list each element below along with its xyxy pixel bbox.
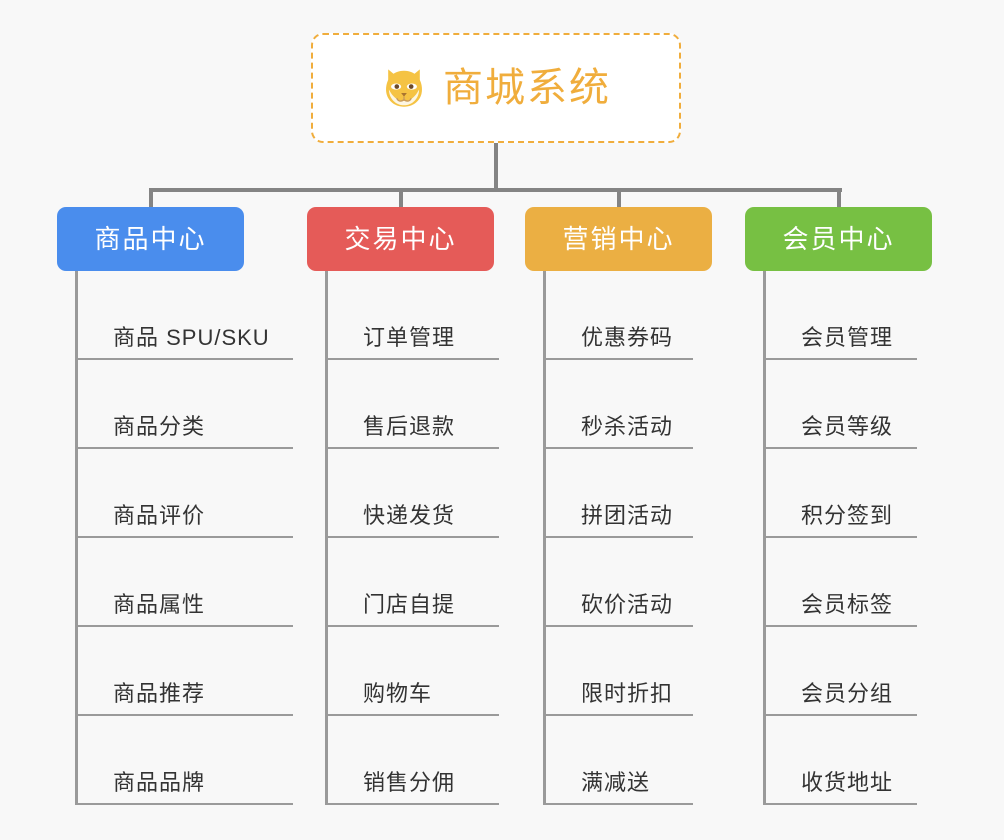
leaf-item-label: 会员分组 [801, 681, 894, 706]
leaf-item[interactable]: 门店自提 [325, 538, 499, 627]
leaf-underline [763, 536, 917, 538]
leaf-underline [75, 447, 293, 449]
leaf-item[interactable]: 商品品牌 [75, 716, 293, 805]
category-label: 商品中心 [94, 224, 207, 254]
leaf-item-label: 商品品牌 [113, 770, 206, 795]
category-node-4[interactable]: 会员中心 [745, 207, 932, 271]
leaf-item[interactable]: 会员分组 [763, 627, 917, 716]
connector-drop-1 [148, 188, 153, 208]
leaf-item[interactable]: 收货地址 [763, 716, 917, 805]
connector-root-stem [494, 143, 498, 190]
leaf-underline [325, 714, 499, 716]
leaf-item[interactable]: 快递发货 [325, 449, 499, 538]
leaf-item-label: 售后退款 [363, 414, 456, 439]
leaf-item[interactable]: 拼团活动 [543, 449, 693, 538]
leaf-item-label: 限时折扣 [581, 681, 674, 706]
leaf-underline [763, 803, 917, 805]
leaf-item[interactable]: 积分签到 [763, 449, 917, 538]
leaf-underline [763, 625, 917, 627]
leaf-item[interactable]: 优惠券码 [543, 271, 693, 360]
category-label: 营销中心 [562, 224, 675, 254]
leaf-item[interactable]: 会员管理 [763, 271, 917, 360]
leaf-item-label: 销售分佣 [363, 770, 456, 795]
leaf-item[interactable]: 限时折扣 [543, 627, 693, 716]
branch-3: 优惠券码秒杀活动拼团活动砍价活动限时折扣满减送 [543, 271, 693, 805]
leaf-item-label: 优惠券码 [581, 325, 674, 350]
leaf-underline [325, 536, 499, 538]
leaf-underline [543, 447, 693, 449]
leaf-underline [543, 358, 693, 360]
leaf-item-label: 拼团活动 [581, 503, 674, 528]
leaf-item[interactable]: 满减送 [543, 716, 693, 805]
connector-drop-2 [398, 188, 403, 208]
branch-1: 商品 SPU/SKU 商品分类商品评价商品属性商品推荐商品品牌 [75, 271, 293, 805]
category-label: 交易中心 [344, 224, 457, 254]
connector-drop-4 [836, 188, 841, 208]
branch-2: 订单管理售后退款快递发货门店自提购物车销售分佣 [325, 271, 499, 805]
leaf-underline [75, 714, 293, 716]
branch-trunk [763, 271, 766, 805]
leaf-item[interactable]: 会员等级 [763, 360, 917, 449]
leaf-item[interactable]: 商品属性 [75, 538, 293, 627]
branch-4: 会员管理会员等级积分签到会员标签会员分组收货地址 [763, 271, 917, 805]
leaf-underline [763, 447, 917, 449]
leaf-item-label: 砍价活动 [581, 592, 674, 617]
leaf-item-label: 商品属性 [113, 592, 206, 617]
root-node[interactable]: 商城系统 [311, 33, 681, 143]
leaf-underline [763, 358, 917, 360]
leaf-item[interactable]: 商品评价 [75, 449, 293, 538]
category-node-2[interactable]: 交易中心 [307, 207, 494, 271]
leaf-item[interactable]: 销售分佣 [325, 716, 499, 805]
leaf-item-label: 商品评价 [113, 503, 206, 528]
leaf-underline [75, 625, 293, 627]
leaf-item[interactable]: 订单管理 [325, 271, 499, 360]
leaf-item-label: 收货地址 [801, 770, 894, 795]
leaf-item[interactable]: 会员标签 [763, 538, 917, 627]
root-title: 商城系统 [443, 66, 611, 110]
leaf-underline [75, 803, 293, 805]
leaf-item-label: 购物车 [363, 681, 433, 706]
leaf-underline [763, 714, 917, 716]
leaf-item-label: 订单管理 [363, 325, 456, 350]
leaf-item-label: 快递发货 [363, 503, 456, 528]
category-label: 会员中心 [782, 224, 895, 254]
leaf-underline [325, 803, 499, 805]
leaf-item-label: 商品分类 [113, 414, 206, 439]
leaf-underline [75, 358, 293, 360]
leaf-underline [325, 447, 499, 449]
leaf-item-label: 满减送 [581, 770, 651, 795]
leaf-item[interactable]: 商品分类 [75, 360, 293, 449]
connector-horizontal-bus [150, 188, 842, 192]
branch-trunk [75, 271, 78, 805]
leaf-underline [543, 536, 693, 538]
leaf-item-label: 会员标签 [801, 592, 894, 617]
leaf-item-label: 商品推荐 [113, 681, 206, 706]
leaf-underline [543, 803, 693, 805]
shiba-dog-face-icon [386, 69, 422, 107]
connector-drop-3 [616, 188, 621, 208]
leaf-underline [543, 625, 693, 627]
leaf-item-label: 会员管理 [801, 325, 894, 350]
branch-trunk [543, 271, 546, 805]
leaf-item-label: 秒杀活动 [581, 414, 674, 439]
leaf-underline [325, 358, 499, 360]
leaf-item[interactable]: 商品推荐 [75, 627, 293, 716]
leaf-item[interactable]: 商品 SPU/SKU [75, 271, 293, 360]
branch-trunk [325, 271, 328, 805]
leaf-underline [543, 714, 693, 716]
leaf-underline [75, 536, 293, 538]
leaf-item-label: 会员等级 [801, 414, 894, 439]
leaf-item-label: 门店自提 [363, 592, 456, 617]
leaf-item[interactable]: 秒杀活动 [543, 360, 693, 449]
leaf-underline [325, 625, 499, 627]
leaf-item-label: 积分签到 [801, 503, 894, 528]
category-node-1[interactable]: 商品中心 [57, 207, 244, 271]
category-node-3[interactable]: 营销中心 [525, 207, 712, 271]
leaf-item[interactable]: 砍价活动 [543, 538, 693, 627]
leaf-item[interactable]: 购物车 [325, 627, 499, 716]
leaf-item-label: 商品 SPU/SKU [113, 325, 270, 350]
leaf-item[interactable]: 售后退款 [325, 360, 499, 449]
